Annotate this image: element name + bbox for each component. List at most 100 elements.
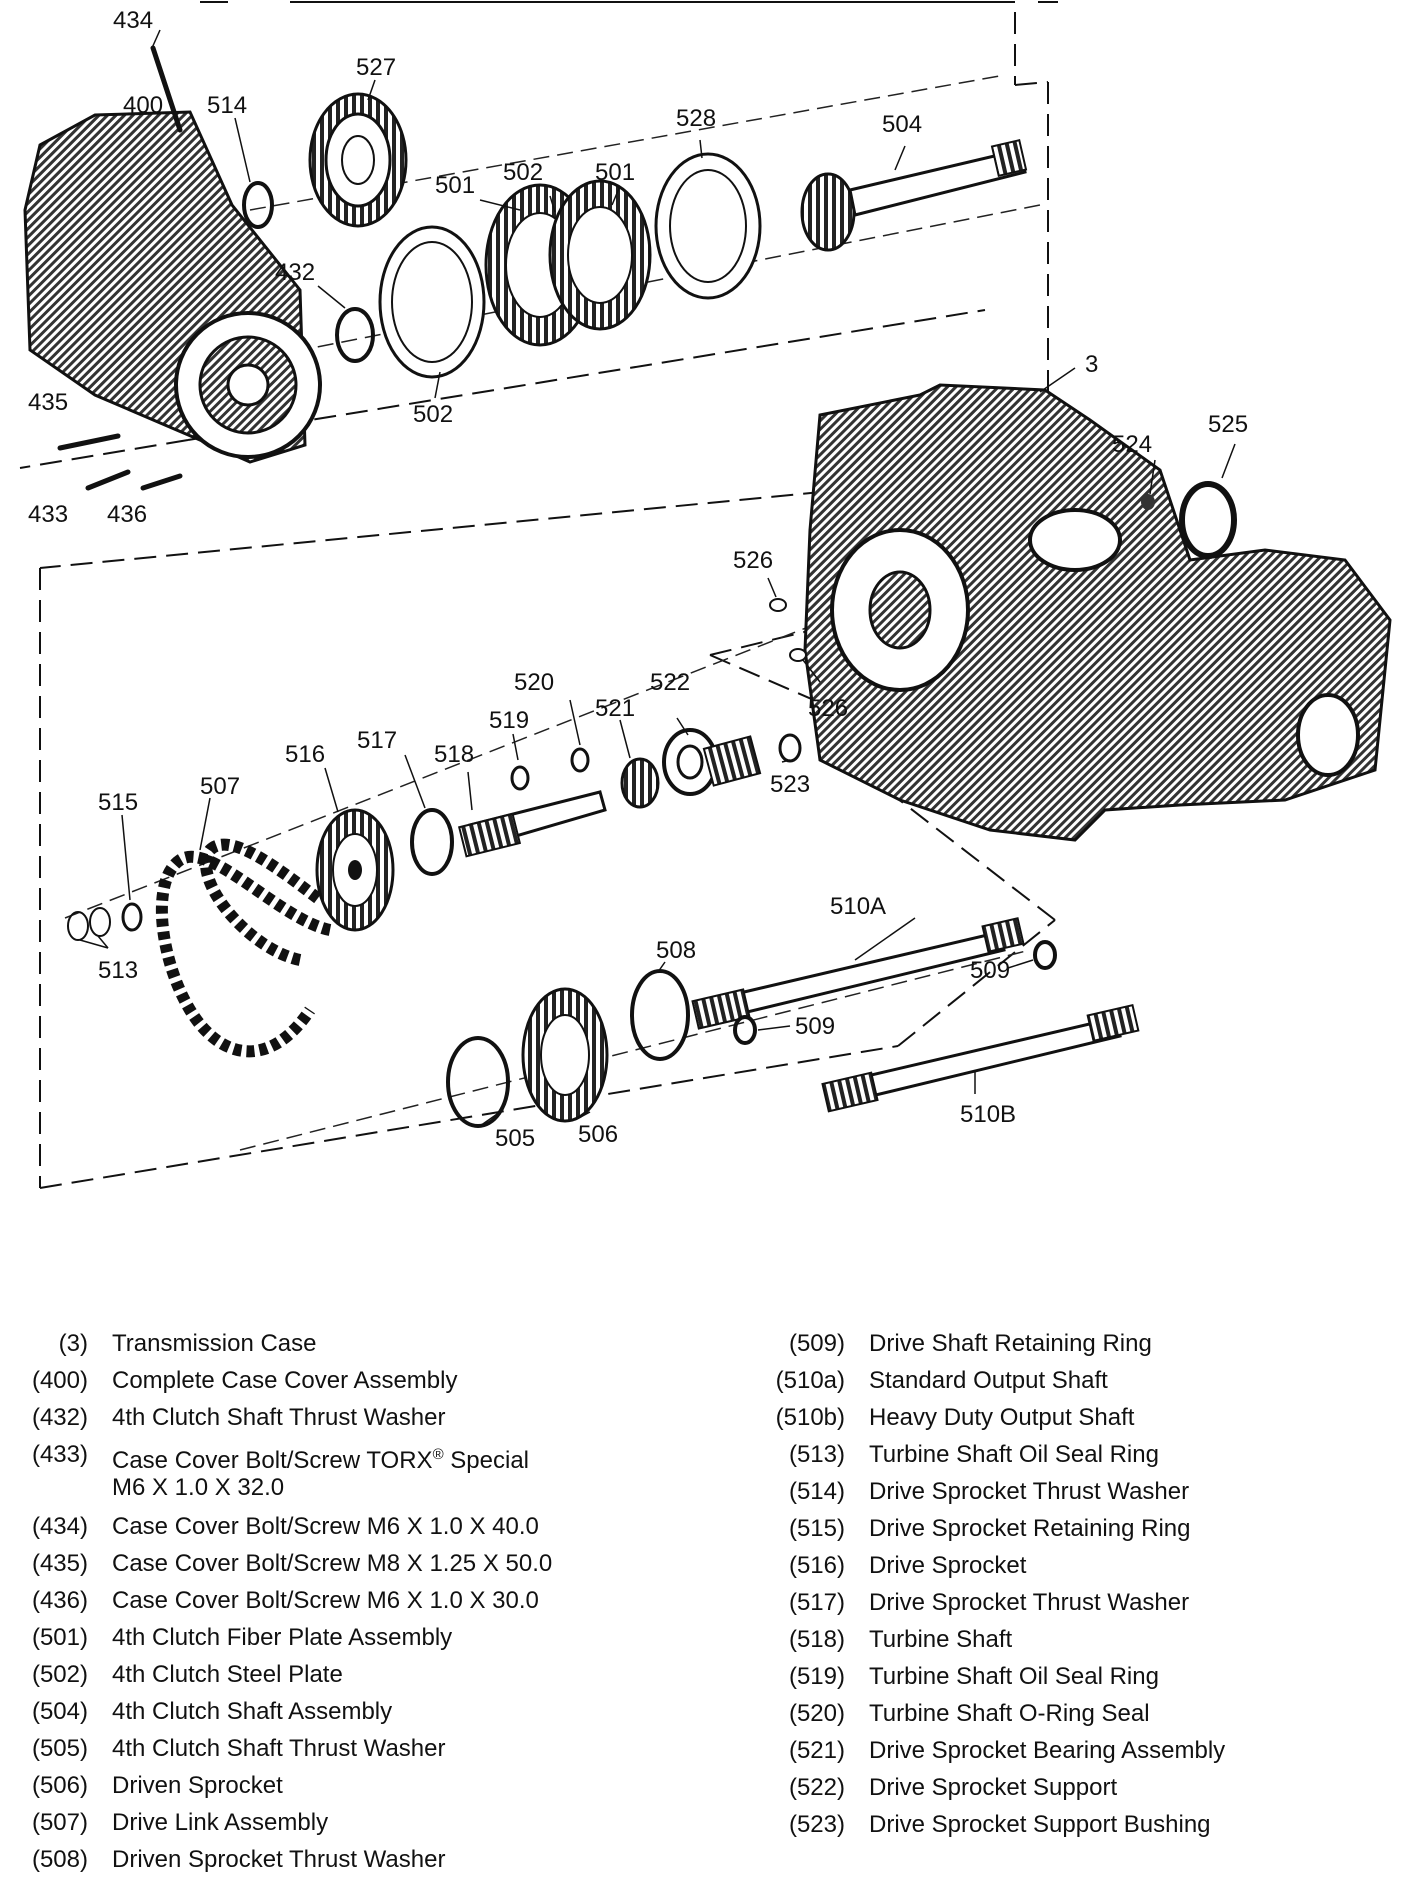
legend-number: (513) bbox=[788, 1441, 845, 1468]
callout-522: 522 bbox=[650, 669, 690, 696]
clutch-pack bbox=[484, 179, 652, 347]
legend-number: (502) bbox=[31, 1661, 88, 1688]
legend-row: (507) Drive Link Assembly bbox=[10, 1804, 710, 1841]
parts-legend-left: (3) Transmission Case (400) Complete Case … bbox=[10, 1325, 710, 1878]
seal-525 bbox=[1179, 481, 1237, 559]
legend-row: (501)4th Clutch Fiber Plate Assembly bbox=[10, 1619, 710, 1656]
callout-3: 3 bbox=[1085, 351, 1098, 378]
legend-row: (436)Case Cover Bolt/Screw M6 X 1.0 X 30… bbox=[10, 1582, 710, 1619]
callout-509-upper: 509 bbox=[970, 957, 1010, 984]
callout-518: 518 bbox=[434, 741, 474, 768]
legend-row: (520) Turbine Shaft O-Ring Seal bbox=[745, 1695, 1395, 1732]
legend-description: Drive Sprocket Support bbox=[869, 1774, 1118, 1801]
legend-number: (432) bbox=[31, 1404, 88, 1431]
turbine-shaft bbox=[457, 747, 607, 858]
washer-514 bbox=[242, 181, 274, 229]
legend-description: Drive Sprocket Thrust Washer bbox=[869, 1478, 1190, 1505]
callout-527: 527 bbox=[356, 54, 396, 81]
callout-515: 515 bbox=[98, 789, 138, 816]
legend-number: (504) bbox=[31, 1698, 88, 1725]
case-cover-assembly bbox=[23, 110, 322, 464]
drive-link-chain bbox=[155, 838, 332, 1058]
washer-508 bbox=[630, 969, 690, 1061]
legend-row: (508)Driven Sprocket Thrust Washer bbox=[10, 1841, 710, 1878]
legend-description: Transmission Case bbox=[112, 1330, 317, 1357]
callout-502-upper: 502 bbox=[503, 159, 543, 186]
callout-524: 524 bbox=[1112, 431, 1152, 458]
callout-528: 528 bbox=[676, 105, 716, 132]
plug-524 bbox=[1141, 494, 1155, 510]
legend-description: Drive Sprocket Support Bushing bbox=[869, 1811, 1211, 1838]
legend-number: (518) bbox=[788, 1626, 845, 1653]
legend-number: (434) bbox=[31, 1513, 88, 1540]
legend-number: (515) bbox=[788, 1515, 845, 1542]
legend-number: (523) bbox=[788, 1811, 845, 1838]
legend-row: (516)Drive Sprocket bbox=[745, 1547, 1395, 1584]
output-shaft-510b bbox=[821, 1003, 1140, 1113]
legend-number: (508) bbox=[31, 1846, 88, 1873]
legend-number: (517) bbox=[788, 1589, 845, 1616]
legend-number: (509) bbox=[788, 1330, 845, 1357]
legend-number: (519) bbox=[788, 1663, 845, 1690]
callout-516: 516 bbox=[285, 741, 325, 768]
legend-row: (509)Drive Shaft Retaining Ring bbox=[745, 1325, 1395, 1362]
legend-description: 4th Clutch Fiber Plate Assembly bbox=[112, 1624, 453, 1651]
legend-number: (520) bbox=[788, 1700, 845, 1727]
legend-row: (521)Drive Sprocket Bearing Assembly bbox=[745, 1732, 1395, 1769]
legend-number: (3) bbox=[58, 1330, 88, 1357]
drive-sprocket bbox=[315, 808, 395, 932]
legend-number: (505) bbox=[31, 1735, 88, 1762]
parts-legend-right: (509)Drive Shaft Retaining Ring (510a)St… bbox=[745, 1325, 1395, 1843]
legend-number: (433) bbox=[31, 1441, 88, 1468]
legend-number: (510a) bbox=[775, 1367, 845, 1394]
callout-508: 508 bbox=[656, 937, 696, 964]
legend-description: Case Cover Bolt/Screw M6 X 1.0 X 30.0 bbox=[112, 1587, 539, 1614]
legend-description-line2: M6 X 1.0 X 32.0 bbox=[112, 1474, 285, 1501]
legend-description: 4th Clutch Shaft Assembly bbox=[112, 1698, 393, 1725]
legend-number: (435) bbox=[31, 1550, 88, 1577]
clutch-shaft-504 bbox=[800, 139, 1028, 252]
callout-400: 400 bbox=[123, 92, 163, 119]
legend-row: (434)Case Cover Bolt/Screw M6 X 1.0 X 40… bbox=[10, 1508, 710, 1545]
output-shaft-510a bbox=[691, 917, 1025, 1030]
legend-description: Turbine Shaft O-Ring Seal bbox=[869, 1700, 1150, 1727]
legend-description-part: Case Cover Bolt/Screw TORX bbox=[112, 1447, 433, 1474]
steel-plate-528 bbox=[654, 152, 762, 300]
bolts bbox=[57, 45, 183, 491]
legend-number: (516) bbox=[788, 1552, 845, 1579]
legend-row: (433) Case Cover Bolt/Screw TORX® Special… bbox=[10, 1436, 710, 1508]
legend-row: (510b)Heavy Duty Output Shaft bbox=[745, 1399, 1395, 1436]
legend-number: (507) bbox=[31, 1809, 88, 1836]
legend-row: (435)Case Cover Bolt/Screw M8 X 1.25 X 5… bbox=[10, 1545, 710, 1582]
washer-432 bbox=[335, 307, 375, 363]
legend-description: Drive Link Assembly bbox=[112, 1809, 329, 1836]
callout-509-lower: 509 bbox=[795, 1013, 835, 1040]
legend-row: (515)Drive Sprocket Retaining Ring bbox=[745, 1510, 1395, 1547]
callout-506: 506 bbox=[578, 1121, 618, 1148]
legend-number: (506) bbox=[31, 1772, 88, 1799]
legend-description: Turbine Shaft bbox=[869, 1626, 1013, 1653]
legend-description: Complete Case Cover Assembly bbox=[112, 1367, 458, 1394]
legend-number: (400) bbox=[31, 1367, 88, 1394]
legend-row: (522) Drive Sprocket Support bbox=[745, 1769, 1395, 1806]
callout-510a: 510A bbox=[830, 893, 886, 920]
legend-row: (514)Drive Sprocket Thrust Washer bbox=[745, 1473, 1395, 1510]
callout-504: 504 bbox=[882, 111, 922, 138]
legend-row: (502) 4th Clutch Steel Plate bbox=[10, 1656, 710, 1693]
legend-row: (513)Turbine Shaft Oil Seal Ring bbox=[745, 1436, 1395, 1473]
callout-501-left: 501 bbox=[435, 172, 475, 199]
callout-434: 434 bbox=[113, 7, 153, 34]
bushing-523 bbox=[778, 733, 802, 763]
washer-517 bbox=[410, 808, 454, 876]
legend-row: (519)Turbine Shaft Oil Seal Ring bbox=[745, 1658, 1395, 1695]
legend-number: (522) bbox=[788, 1774, 845, 1801]
legend-row: (505)4th Clutch Shaft Thrust Washer bbox=[10, 1730, 710, 1767]
callout-520: 520 bbox=[514, 669, 554, 696]
washer-505 bbox=[446, 1036, 510, 1128]
steel-plate-502-lower bbox=[378, 225, 486, 379]
callout-507: 507 bbox=[200, 773, 240, 800]
legend-description: Driven Sprocket bbox=[112, 1772, 283, 1799]
legend-description: 4th Clutch Steel Plate bbox=[112, 1661, 343, 1688]
callout-523: 523 bbox=[770, 771, 810, 798]
